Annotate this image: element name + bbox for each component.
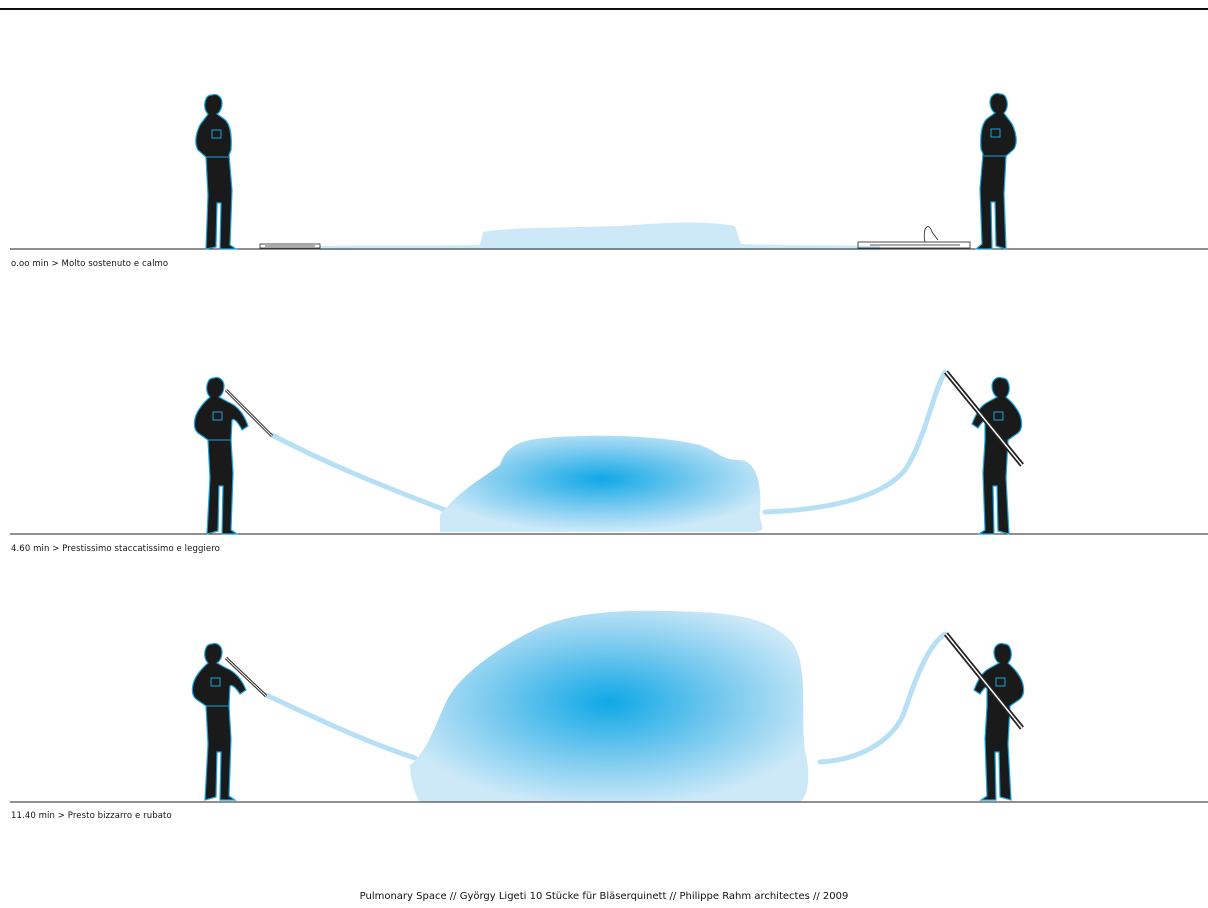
clarinet-on-floor <box>260 244 320 248</box>
bassoon-on-floor <box>858 227 970 248</box>
musician-left <box>196 94 236 249</box>
musician-right <box>976 93 1016 249</box>
air-stream-right <box>820 634 945 762</box>
caption: Pulmonary Space // György Ligeti 10 Stüc… <box>0 891 1208 902</box>
top-rule <box>0 8 1208 10</box>
air-volume <box>320 223 880 250</box>
stage-label: o.oo min > Molto sostenuto e calmo <box>11 259 168 269</box>
air-stream-left <box>266 695 415 758</box>
stage-3-drawing <box>0 600 1208 830</box>
air-volume <box>410 611 808 802</box>
air-stream-right <box>765 372 945 512</box>
stage-2-drawing <box>0 360 1208 570</box>
musician-left <box>192 643 246 800</box>
stage-1-drawing <box>0 80 1208 280</box>
stage-label: 4.60 min > Prestissimo staccatissimo e l… <box>11 544 220 554</box>
stage-3: 11.40 min > Presto bizzarro e rubato <box>0 600 1208 830</box>
stage-1: o.oo min > Molto sostenuto e calmo <box>0 80 1208 280</box>
stage-label: 11.40 min > Presto bizzarro e rubato <box>11 811 172 821</box>
air-stream-left <box>272 435 445 510</box>
air-volume <box>440 436 763 532</box>
musician-left <box>194 377 248 534</box>
stage-2: 4.60 min > Prestissimo staccatissimo e l… <box>0 360 1208 570</box>
